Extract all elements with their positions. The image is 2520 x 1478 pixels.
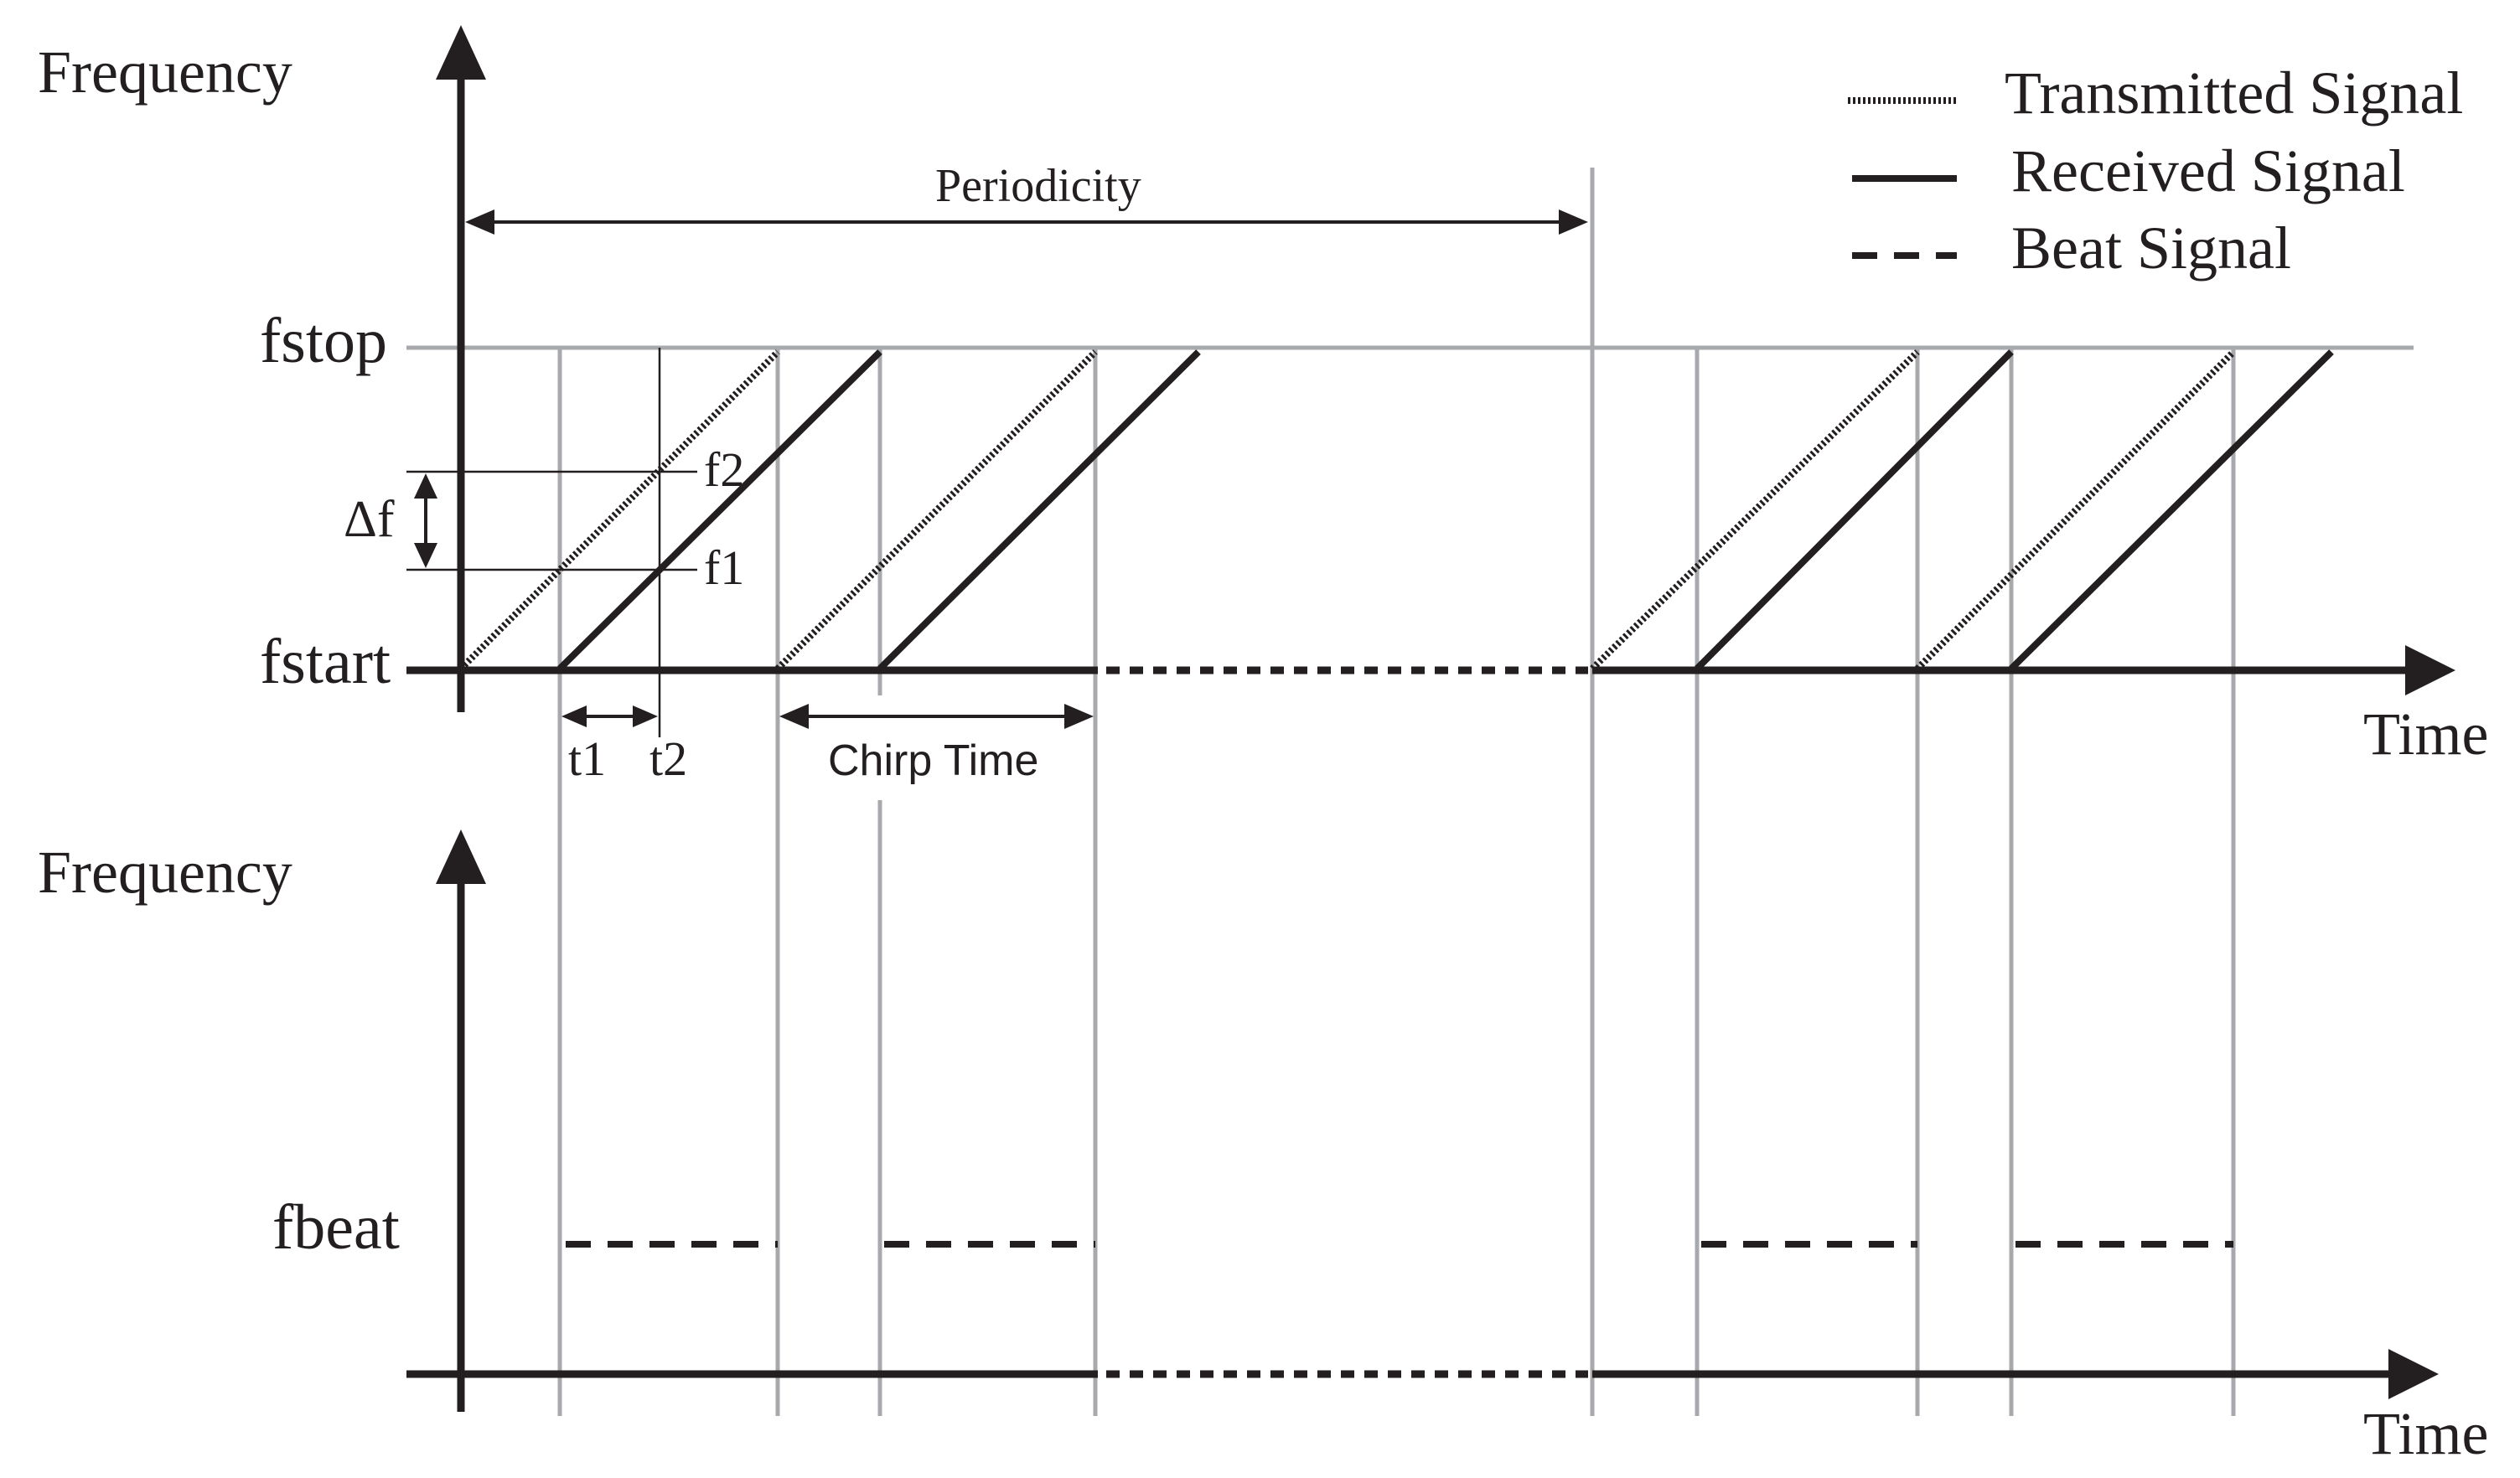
bottom-y-axis	[436, 829, 486, 1412]
legend-transmitted-label: Transmitted Signal	[2005, 59, 2463, 127]
received-chirps	[557, 349, 2334, 671]
bottom-x-arrowhead	[2388, 1349, 2439, 1399]
transmitted-chirps	[458, 349, 2236, 671]
fstop-label: fstop	[260, 306, 387, 376]
top-y-arrowhead	[436, 25, 486, 80]
bottom-x-axis	[406, 1349, 2439, 1399]
f1-label: f1	[704, 540, 744, 595]
top-x-axis-label: Time	[2363, 700, 2488, 767]
f2-label: f2	[704, 442, 744, 497]
bottom-x-axis-label: Time	[2363, 1400, 2488, 1467]
periodicity-arrow	[465, 209, 1588, 235]
fbeat-label: fbeat	[272, 1192, 400, 1263]
top-x-arrowhead	[2405, 645, 2455, 695]
bottom-y-axis-label: Frequency	[38, 839, 292, 906]
t1-label: t1	[568, 731, 606, 786]
bottom-y-arrowhead	[436, 829, 486, 884]
t1-t2-arrow	[561, 705, 658, 727]
chirp-time-arrow	[779, 704, 1094, 729]
delta-f-arrow	[414, 473, 437, 568]
top-chart: Frequency Time fstop fstart Periodicity …	[38, 25, 2488, 1416]
top-y-axis	[436, 25, 486, 712]
chirp-time-label: Chirp Time	[828, 736, 1038, 785]
top-vertical-guides	[557, 168, 2236, 1416]
delta-f-label: Δf	[344, 491, 395, 548]
legend-beat-label: Beat Signal	[2011, 214, 2291, 282]
legend: Transmitted Signal Received Signal Beat …	[1848, 59, 2463, 282]
fstart-label: fstart	[260, 627, 391, 697]
top-y-axis-label: Frequency	[38, 39, 292, 106]
periodicity-label: Periodicity	[935, 160, 1141, 212]
t2-label: t2	[649, 731, 687, 786]
top-x-axis	[406, 645, 2455, 695]
bottom-chart: Frequency Time fbeat	[38, 829, 2488, 1467]
legend-received-label: Received Signal	[2011, 137, 2405, 204]
